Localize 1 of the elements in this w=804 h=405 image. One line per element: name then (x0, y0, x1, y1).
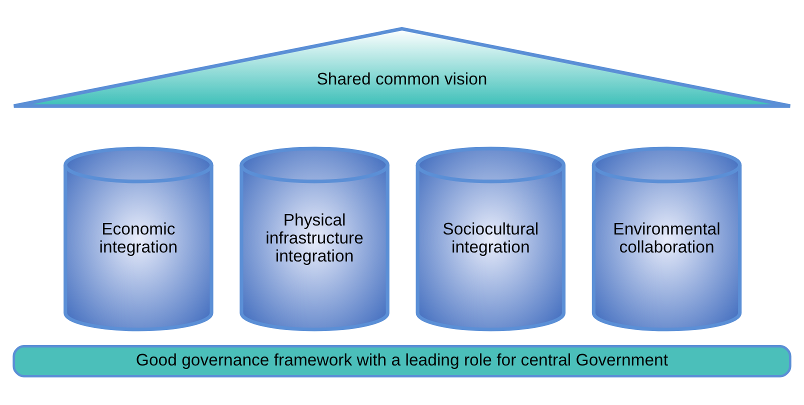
node-box: Good governance framework with a leading role for central Government (12, 345, 792, 378)
